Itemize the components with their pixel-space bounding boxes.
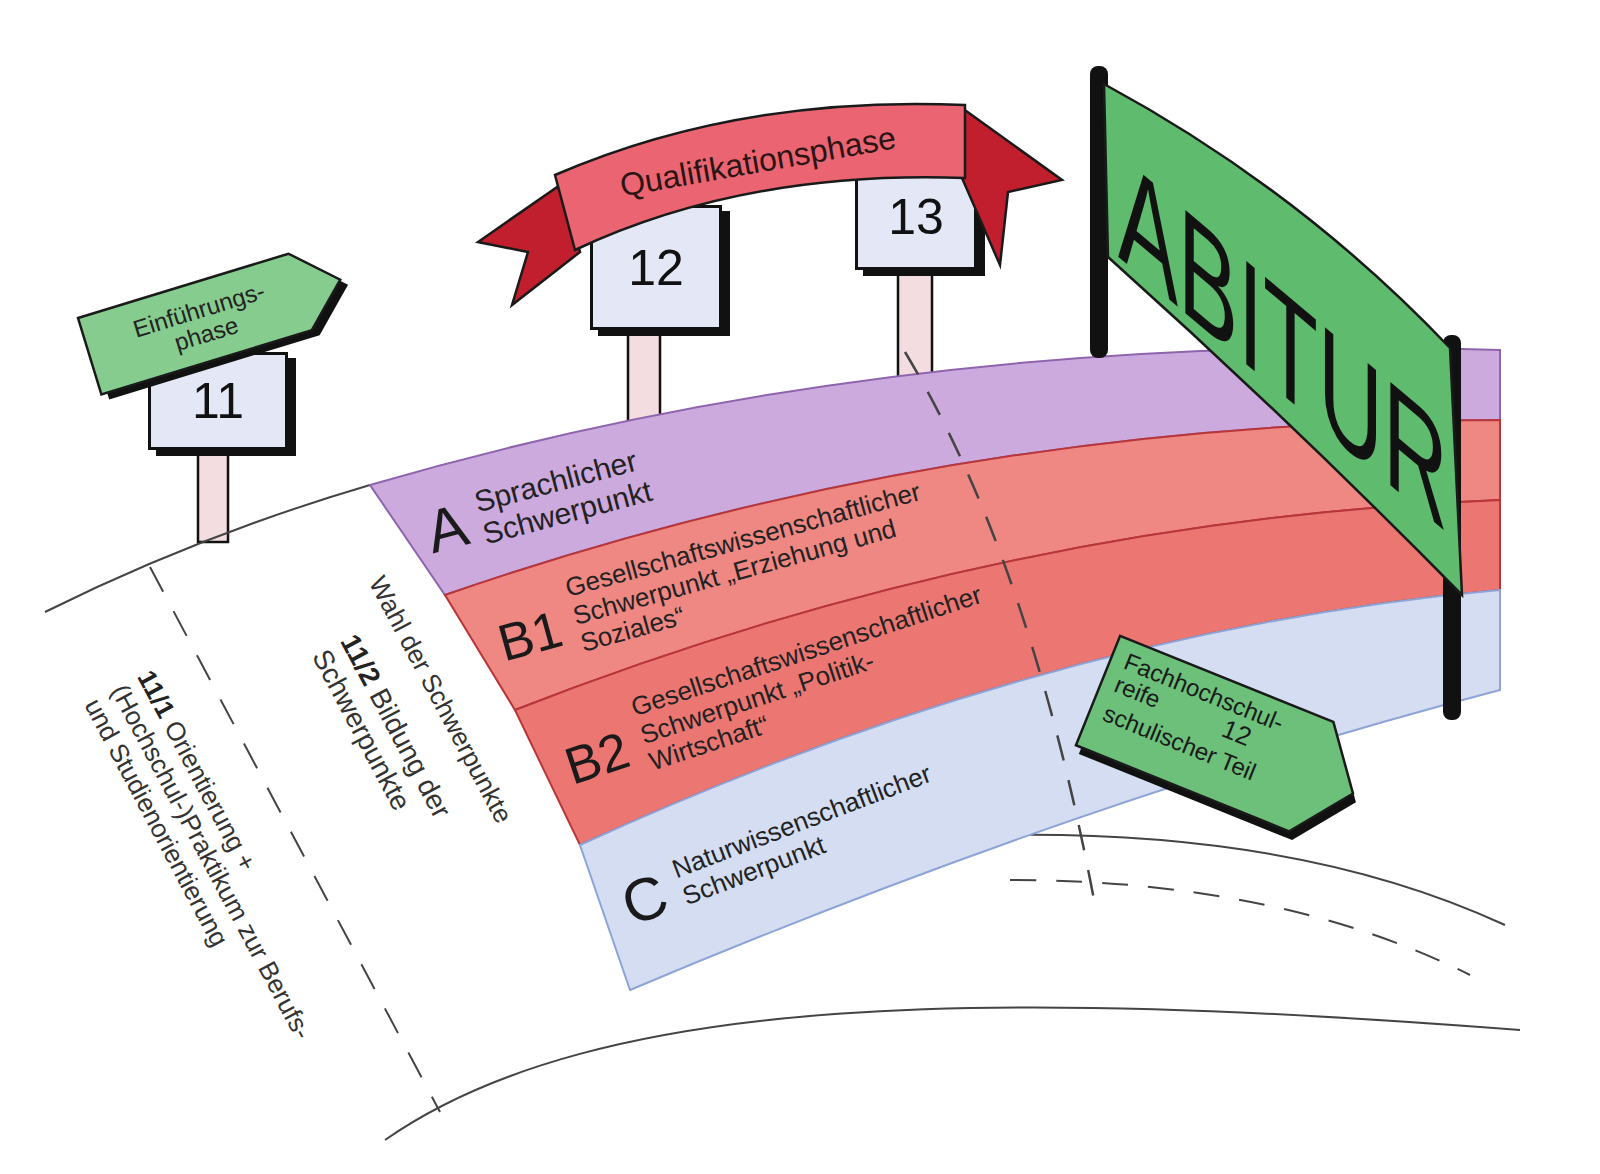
text-holder: 11 [192, 374, 244, 429]
sign-post [898, 268, 932, 378]
text-holder: 12 [628, 240, 684, 295]
sign-post [198, 448, 228, 542]
ribbon-tail [962, 108, 1062, 265]
grade-number: 13 [888, 189, 944, 244]
grade-number: 11 [192, 374, 244, 429]
band-outline [576, 586, 1504, 994]
text-holder: 11/1Orientierung + (Hochschul-)Praktikum… [78, 666, 352, 1075]
pathway-band: CNaturwissenschaftlicher Schwerpunkt [576, 586, 1504, 994]
road-dash [1010, 880, 1470, 975]
road-edge [385, 1007, 1520, 1140]
ribbon-banner: Qualifikationsphase [470, 85, 1070, 310]
finish-banner: ABITUR [1080, 58, 1495, 730]
road-edge [45, 485, 370, 612]
road-edge [1000, 835, 1505, 925]
grade-number: 12 [628, 240, 684, 295]
phase-dash [905, 352, 1095, 905]
band-shape [580, 590, 1500, 990]
road-label: Orientierung + (Hochschul-)Praktikum zur… [79, 679, 318, 1044]
text-holder: 13 [888, 189, 944, 244]
sign-post [628, 328, 660, 423]
arrow-sign-body [1075, 636, 1374, 848]
ribbon-body [555, 104, 965, 250]
ribbon-shape [470, 85, 1070, 310]
